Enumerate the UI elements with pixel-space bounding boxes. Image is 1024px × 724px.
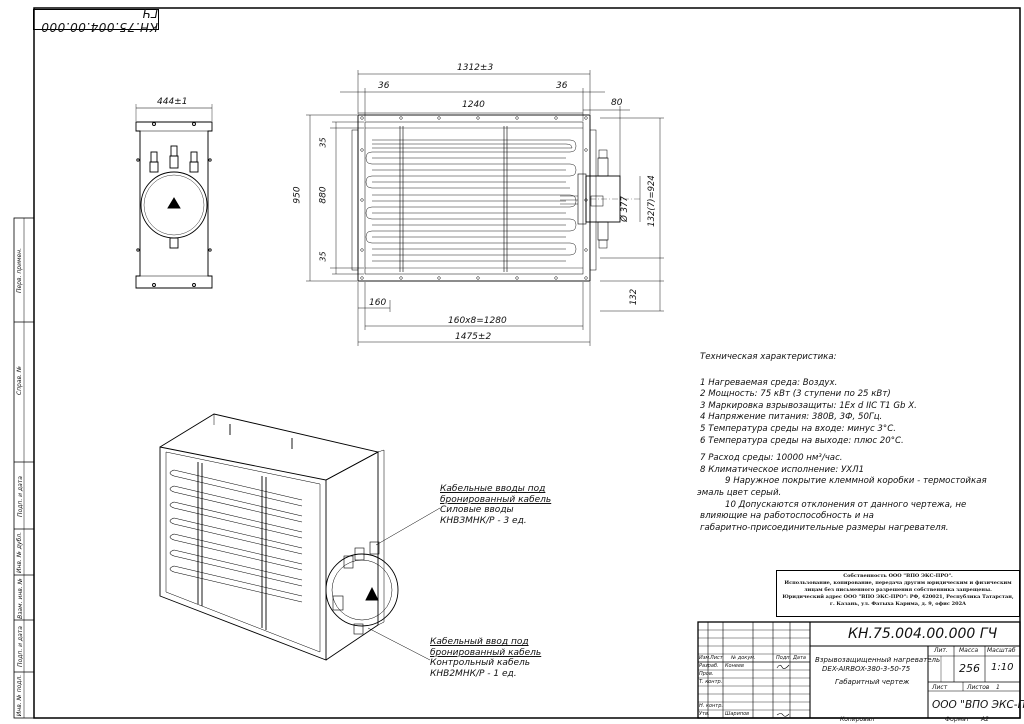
tb-razrab: Разраб. xyxy=(699,663,719,669)
spec-item: 1 Нагреваемая среда: Воздух. xyxy=(700,377,838,388)
side-label-vzam: Взам. инв. № xyxy=(16,577,24,619)
callout-control-input: Кабельный ввод под бронированный кабель … xyxy=(430,637,541,679)
tb-lit: Лит. xyxy=(934,647,948,654)
tb-col-sign: Подп. xyxy=(776,655,792,661)
side-label-podp2: Подп. и дата xyxy=(16,625,24,667)
spec-item-10b: влияющие на работоспособность и на xyxy=(700,511,874,522)
spec-item: 5 Температура среды на входе: минус 3°С. xyxy=(700,423,896,434)
callout-line: бронированный кабель xyxy=(430,647,542,658)
dim-left-offset: 36 xyxy=(378,81,390,91)
title-block-doc-type: Габаритный чертеж xyxy=(835,678,910,686)
dim-pitch-total: 160х8=1280 xyxy=(448,316,507,326)
tb-nkontr: Н. контр. xyxy=(699,703,723,709)
tb-razrab-name: Конеев xyxy=(725,663,744,669)
spec-item: 3 Маркировка взрывозащиты: 1Ех d IIC T1 … xyxy=(700,400,917,411)
spec-item: 2 Мощность: 75 кВт (3 ступени по 25 кВт) xyxy=(700,389,891,400)
notice-line: Собственность ООО "ВПО ЭКС-ПРО". xyxy=(843,573,953,579)
tb-tkontr: Т. контр. xyxy=(699,679,723,685)
title-block-name-2: DEX-AIRBOX-380-3-50-75 xyxy=(822,665,911,673)
title-block-grid xyxy=(697,621,1021,719)
spec-item-10a: 10 Допускаются отклонения от данного чер… xyxy=(725,499,967,510)
callout-line: КНВЗМНК/Р - 3 ед. xyxy=(440,515,527,526)
spec-item-8: 8 Климатическое исполнение: УХЛ1 xyxy=(700,464,865,475)
notice-line: Использование, копирование, передача дру… xyxy=(784,580,1012,586)
dim-bottom-margin: 35 xyxy=(318,251,328,262)
dim-box-depth: 80 xyxy=(611,98,623,108)
dim-vertical-span: 132(7)=924 xyxy=(646,175,657,227)
spec-item-9a: 9 Наружное покрытие клеммной коробки - т… xyxy=(725,476,987,487)
tb-col-list: Лист xyxy=(710,655,723,661)
dim-side-width: 444±1 xyxy=(157,97,188,107)
side-label-podp1: Подп. и дата xyxy=(16,475,24,517)
side-label-podl: Инв. № подл. xyxy=(16,674,24,716)
callout-line: Кабельные вводы под xyxy=(440,484,546,494)
spec-item-7: 7 Расход среды: 10000 нм³/час. xyxy=(700,453,843,464)
front-view-dimensions xyxy=(306,70,664,346)
side-strip-grid xyxy=(13,217,35,719)
top-code-stamp: КН.75.004.00.000 ГЧ xyxy=(33,6,159,34)
dim-height-total: 950 xyxy=(292,186,303,204)
tb-massa: Масса xyxy=(959,647,979,654)
side-label-perv: Перв. примен. xyxy=(16,247,24,293)
spec-item-9b: эмаль цвет серый. xyxy=(697,487,782,498)
spec-item-10c: габаритно-присоединительные размеры нагр… xyxy=(700,522,949,533)
tb-list: Лист xyxy=(932,684,948,691)
tb-col-date: Дата xyxy=(793,655,806,661)
tb-format-value: А2 xyxy=(981,716,989,723)
callout-line: Контрольный кабель xyxy=(430,658,531,668)
callout-line: бронированный кабель xyxy=(440,494,552,505)
dim-overall-length: 1475±2 xyxy=(455,332,492,342)
tb-scale-value: 1:10 xyxy=(991,662,1014,673)
tb-col-doc: № докум. xyxy=(731,655,756,661)
front-view xyxy=(351,114,640,282)
callout-line: Кабельный ввод под xyxy=(430,637,529,647)
dim-top-margin: 35 xyxy=(318,137,328,148)
razrab-signature-icon xyxy=(776,664,790,669)
dim-diameter: Ø 377 xyxy=(619,196,630,222)
notice-line: лицам без письменного разрешения собстве… xyxy=(804,587,992,593)
top-code-text: КН.75.004.00.000 ГЧ xyxy=(40,5,158,34)
title-block-name-1: Взрывозащищенный нагреватель xyxy=(815,656,941,664)
technical-specs: Техническая характеристика: 1 Нагреваема… xyxy=(697,352,1010,534)
property-notice: Собственность ООО "ВПО ЭКС-ПРО". Использ… xyxy=(776,570,1020,617)
specs-heading: Техническая характеристика: xyxy=(700,352,837,362)
tb-listov-value: 1 xyxy=(996,684,1000,691)
tb-utv: Утв. xyxy=(699,711,710,717)
dim-right-offset: 36 xyxy=(556,81,568,91)
dim-overall-width: 1312±3 xyxy=(457,63,494,73)
tb-listov: Листов xyxy=(967,684,990,691)
title-block-code: КН.75.004.00.000 ГЧ xyxy=(848,626,998,642)
side-label-sprav: Справ. № xyxy=(16,365,24,395)
tb-company: ООО "ВПО ЭКС-ПРО" xyxy=(932,699,1024,711)
tb-utv-name: Шарипов xyxy=(725,711,750,717)
callout-line: КНВ2МНК/Р - 1 ед. xyxy=(430,668,517,679)
tb-mass-value: 256 xyxy=(959,662,980,675)
side-label-dubl: Инв. № дубл. xyxy=(16,531,24,573)
side-view xyxy=(135,104,213,289)
tb-kopiroval: Копировал xyxy=(840,716,875,723)
notice-line: г. Казань, ул. Фатыха Карима, д. 9, офис… xyxy=(829,601,967,607)
utv-signature-icon xyxy=(776,713,790,717)
notice-line: Юридический адрес ООО "ВПО ЭКС-ПРО": РФ,… xyxy=(782,594,1014,600)
tb-prov: Пров. xyxy=(699,671,714,677)
callout-power-inputs: Кабельные вводы под бронированный кабель… xyxy=(440,484,551,526)
dim-pitch-160: 160 xyxy=(369,298,387,308)
isometric-view xyxy=(159,413,441,661)
tb-format: Формат xyxy=(945,716,970,723)
dim-inner-width: 1240 xyxy=(462,100,485,110)
callout-line: Силовые вводы xyxy=(440,505,514,515)
tb-col-izm: Изм. xyxy=(699,655,711,661)
spec-item: 6 Температура среды на выходе: плюс 20°С… xyxy=(700,435,904,446)
dim-bottom-132: 132 xyxy=(629,288,640,306)
dim-height-inner: 880 xyxy=(318,186,329,204)
spec-item: 4 Напряжение питания: 380В, 3Ф, 50Гц. xyxy=(700,412,883,423)
tb-masshtab: Масштаб xyxy=(987,647,1016,654)
